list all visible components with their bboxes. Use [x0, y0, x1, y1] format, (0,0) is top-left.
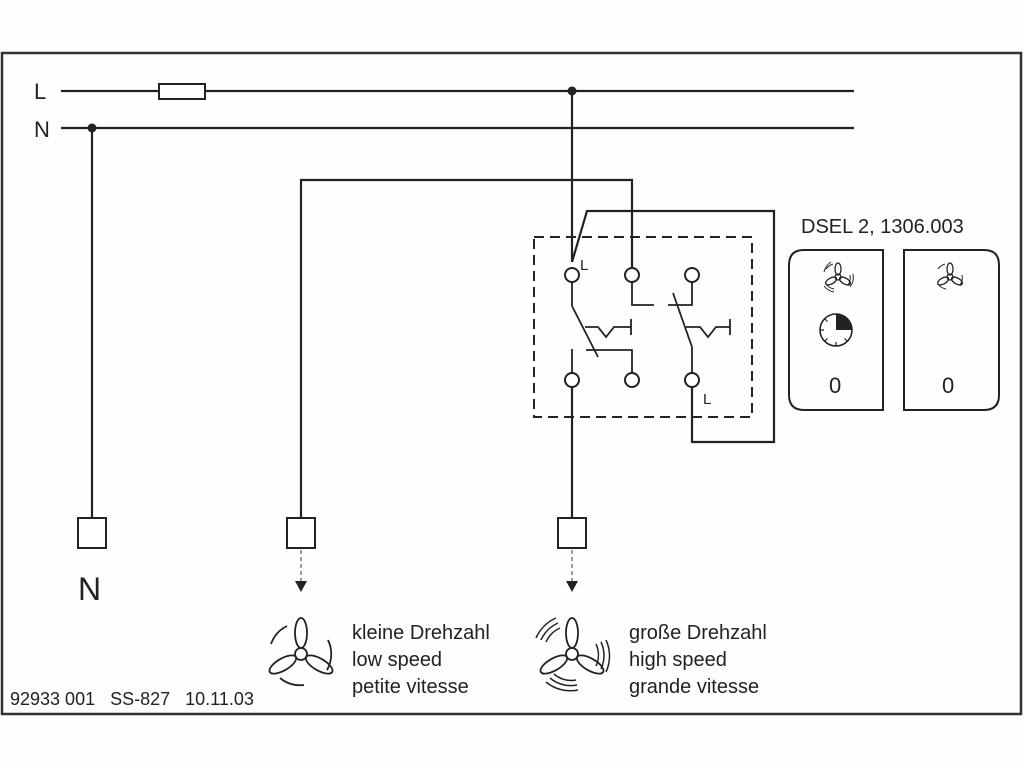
neutral-terminal	[77, 517, 107, 549]
switch-mechanism	[564, 267, 731, 388]
live-line-label: L	[34, 79, 46, 104]
fuse-icon	[158, 83, 206, 100]
switch-housing	[533, 236, 753, 418]
low-speed-label-en: low speed	[352, 649, 442, 671]
bridge-wire	[570, 209, 776, 444]
arrow-down-icon	[295, 581, 307, 592]
fan-low-speed-icon	[268, 617, 334, 687]
contact-label-l: L	[703, 391, 711, 408]
fan-low-speed-icon	[937, 262, 963, 290]
neutral-terminal-label: N	[78, 571, 101, 607]
low-speed-wire	[299, 178, 634, 518]
rocker-left-position: 0	[829, 373, 841, 398]
neutral-line-label: N	[34, 117, 50, 142]
low-speed-label-de: kleine Drehzahl	[352, 622, 490, 644]
fan-high-speed-icon	[535, 617, 611, 692]
high-speed-terminal	[557, 517, 587, 549]
high-speed-label-fr: grande vitesse	[629, 676, 759, 698]
rocker-right-position: 0	[942, 373, 954, 398]
footer-reference: 92933 001 SS-827 10.11.03	[10, 689, 254, 709]
fan-high-speed-icon	[823, 261, 854, 293]
switch-model-label: DSEL 2, 1306.003	[801, 216, 964, 238]
low-speed-label-fr: petite vitesse	[352, 676, 469, 698]
high-speed-label-en: high speed	[629, 649, 727, 671]
rocker-left[interactable]	[788, 249, 884, 411]
high-speed-label-de: große Drehzahl	[629, 622, 767, 644]
arrow-down-icon	[566, 581, 578, 592]
timer-icon	[819, 313, 853, 347]
low-speed-terminal	[286, 517, 316, 549]
diagram-frame	[0, 51, 1023, 716]
rocker-right[interactable]	[903, 249, 1000, 411]
contact-label-l: L	[580, 257, 588, 274]
